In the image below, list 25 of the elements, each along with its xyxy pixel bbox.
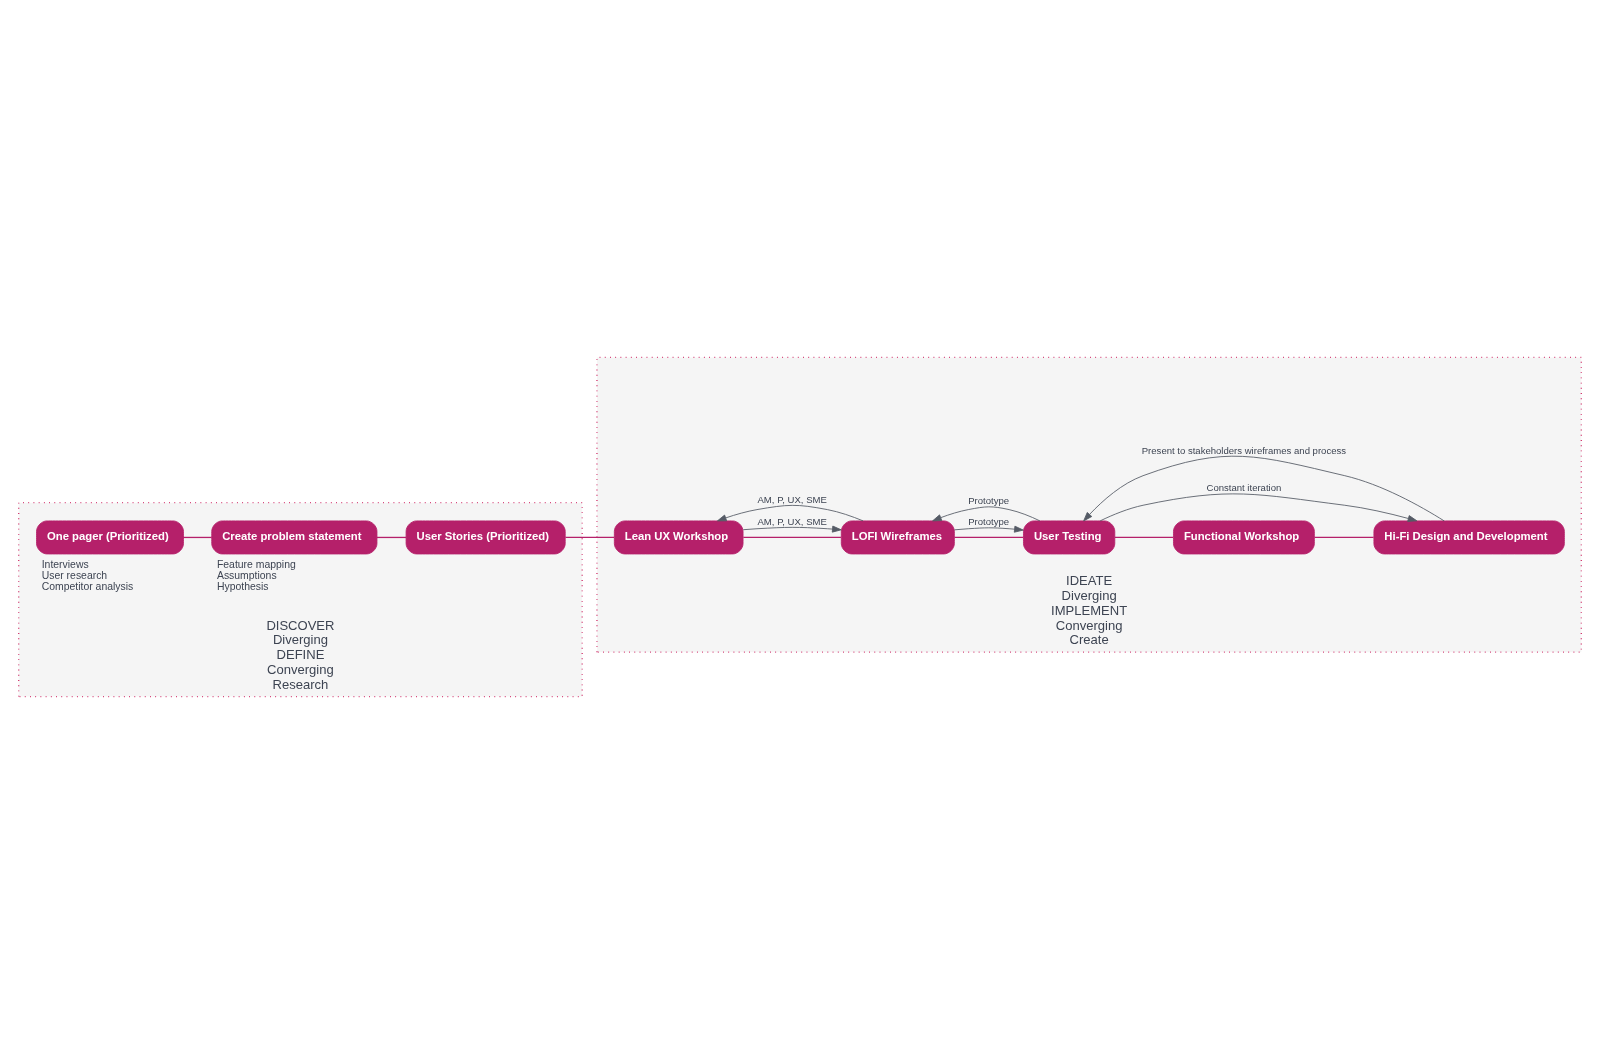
arrow xyxy=(717,504,864,521)
node-label: Interviews xyxy=(41,558,89,570)
node-label: Competitor analysis xyxy=(41,580,134,592)
connector xyxy=(742,536,842,538)
node-label: User research xyxy=(41,569,108,581)
connector xyxy=(1313,536,1375,538)
edge-label: Prototype xyxy=(968,515,1010,527)
node-label: Assumptions xyxy=(216,569,277,581)
edge-label: AM, P, UX, SME xyxy=(757,515,827,527)
connector xyxy=(182,536,213,538)
connector xyxy=(953,536,1025,538)
edge-label: AM, P, UX, SME xyxy=(757,493,827,505)
arrow xyxy=(954,525,1024,533)
edge-label: Constant iteration xyxy=(1206,481,1282,493)
node-label: Feature mapping xyxy=(216,558,296,570)
arrow xyxy=(742,525,842,533)
arrow xyxy=(932,505,1041,521)
arrow xyxy=(1099,492,1418,522)
connector xyxy=(1114,536,1174,538)
connector xyxy=(376,536,407,538)
node-label: Hypothesis xyxy=(216,580,269,592)
connector xyxy=(564,536,615,538)
edge-label: Prototype xyxy=(968,494,1010,506)
arrow xyxy=(1083,455,1445,521)
edge-label: Present to stakeholders wireframes and process xyxy=(1141,444,1347,456)
